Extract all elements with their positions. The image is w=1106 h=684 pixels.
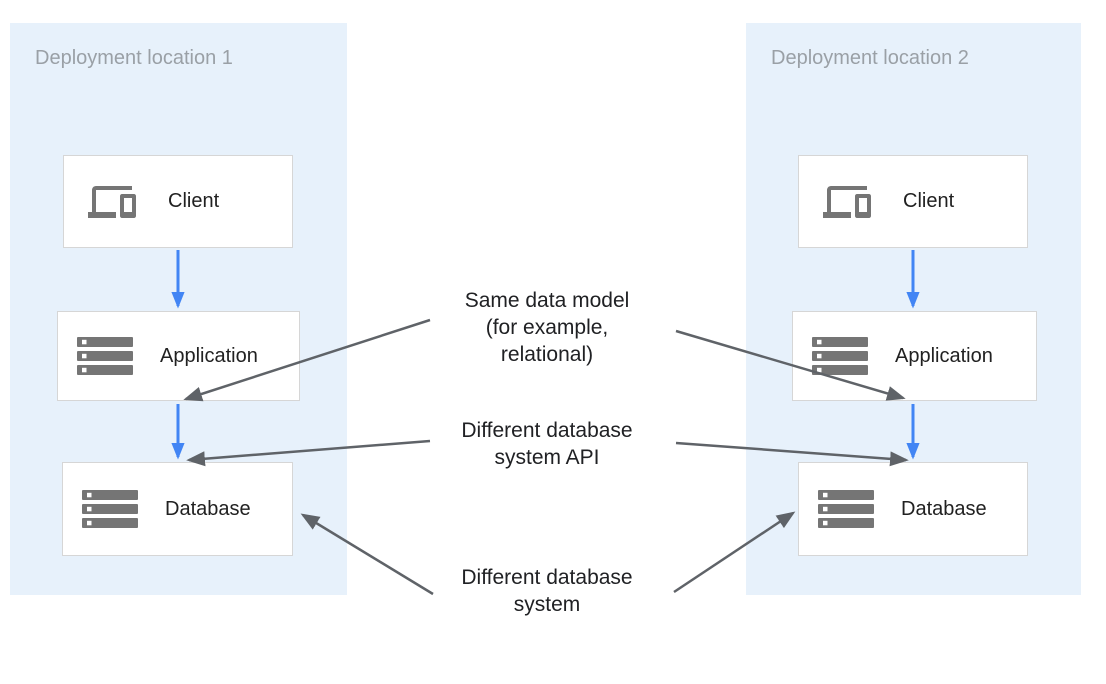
node-label: Database bbox=[901, 497, 987, 520]
node-label: Application bbox=[160, 344, 258, 367]
node-label: Database bbox=[165, 497, 251, 520]
node-label: Client bbox=[903, 190, 955, 212]
node-label: Client bbox=[168, 190, 220, 212]
annotation-same-data-model: Same data model (for example, relational… bbox=[464, 289, 630, 366]
devices-icon bbox=[818, 178, 876, 226]
node-label: Application bbox=[895, 344, 993, 367]
server-stack-icon bbox=[77, 337, 133, 375]
annotation-different-db-system: Different database system bbox=[461, 566, 633, 616]
server-stack-icon bbox=[812, 337, 868, 375]
application-node-2: Application bbox=[792, 311, 1037, 401]
server-stack-icon bbox=[818, 490, 874, 528]
database-node-2: Database bbox=[798, 462, 1028, 556]
server-stack-icon bbox=[82, 490, 138, 528]
client-node-1: Client bbox=[63, 155, 293, 248]
devices-icon bbox=[83, 178, 141, 226]
panel-title: Deployment location 1 bbox=[35, 47, 233, 69]
deployment-panel-1: Deployment location 1 Client bbox=[10, 23, 347, 595]
panel-title: Deployment location 2 bbox=[771, 47, 969, 69]
client-node-2: Client bbox=[798, 155, 1028, 248]
deployment-panel-2: Deployment location 2 Client bbox=[746, 23, 1081, 595]
application-node-1: Application bbox=[57, 311, 300, 401]
annotation-different-db-api: Different database system API bbox=[461, 419, 633, 469]
database-node-1: Database bbox=[62, 462, 293, 556]
